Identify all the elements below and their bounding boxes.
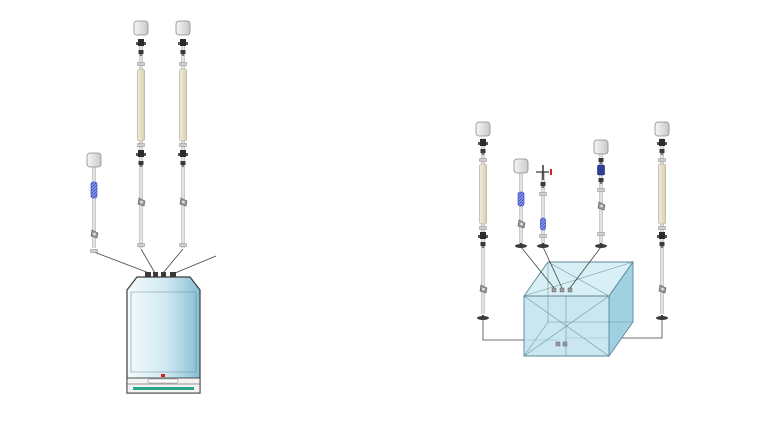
column-short-right-2	[593, 139, 609, 248]
tube-icon	[137, 68, 145, 142]
cartridge-icon	[597, 164, 605, 176]
probe-icon	[536, 165, 552, 180]
right-inner-lines	[520, 246, 602, 289]
column-tall-right-2	[654, 121, 670, 320]
left-assembly	[86, 20, 217, 394]
indicator-light	[161, 374, 165, 377]
tank-ports	[145, 272, 176, 277]
tube-icon	[179, 68, 187, 142]
column-tall-left-1	[133, 20, 149, 248]
cylindrical-tank	[126, 272, 201, 394]
base-stripe	[133, 387, 194, 390]
filter-icon	[540, 217, 546, 231]
cube-tank	[523, 260, 634, 358]
left-connection-lines	[93, 248, 217, 274]
right-assembly	[475, 121, 670, 358]
filter-icon	[517, 191, 525, 207]
column-tall-right-1	[475, 121, 491, 320]
column-short-left	[86, 152, 102, 253]
tube-icon	[658, 163, 666, 225]
column-short-right-1	[513, 158, 529, 248]
filter-icon	[90, 181, 98, 199]
tube-icon	[479, 163, 487, 225]
column-tall-left-2	[175, 20, 191, 248]
column-probe	[536, 165, 552, 248]
